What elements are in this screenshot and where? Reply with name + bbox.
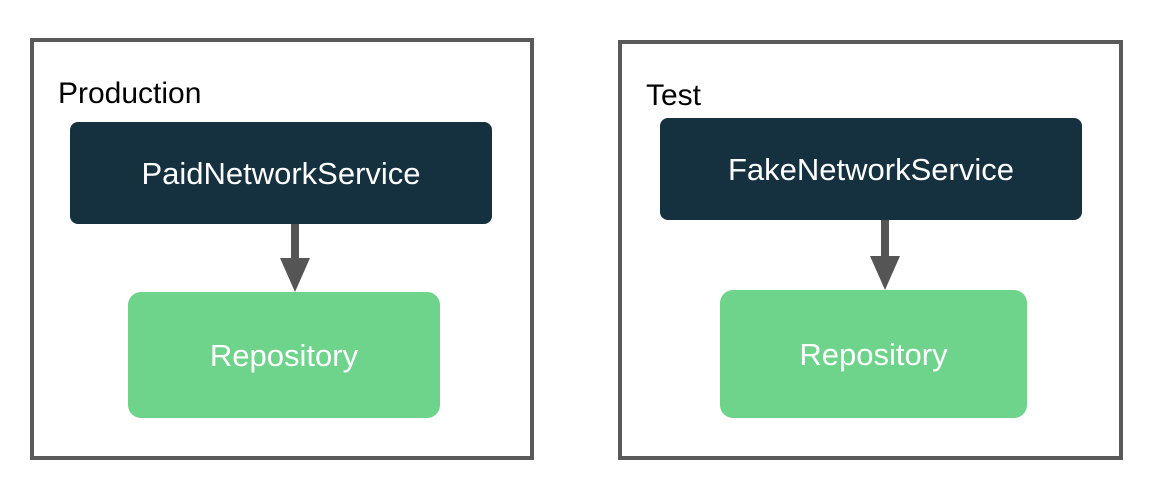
node-paid-network-service-label: PaidNetworkService (141, 155, 421, 191)
node-repository-production: Repository (128, 292, 440, 418)
panel-test: Test FakeNetworkService Repository (618, 40, 1123, 460)
arrow-service-to-repository-test (870, 220, 900, 290)
panel-production: Production PaidNetworkService Repository (30, 38, 534, 460)
node-repository-production-label: Repository (209, 337, 359, 373)
arrow-shaft (881, 220, 889, 258)
node-repository-test-label: Repository (799, 336, 948, 372)
node-repository-test: Repository (720, 290, 1027, 418)
arrow-head-icon (870, 256, 900, 290)
panel-label-production: Production (58, 77, 202, 110)
node-fake-network-service: FakeNetworkService (660, 118, 1082, 220)
node-paid-network-service: PaidNetworkService (70, 122, 492, 224)
arrow-shaft (291, 224, 299, 260)
node-fake-network-service-label: FakeNetworkService (728, 151, 1014, 187)
panel-label-test: Test (646, 79, 702, 112)
arrow-head-icon (280, 258, 310, 292)
arrow-service-to-repository-production (280, 224, 310, 292)
